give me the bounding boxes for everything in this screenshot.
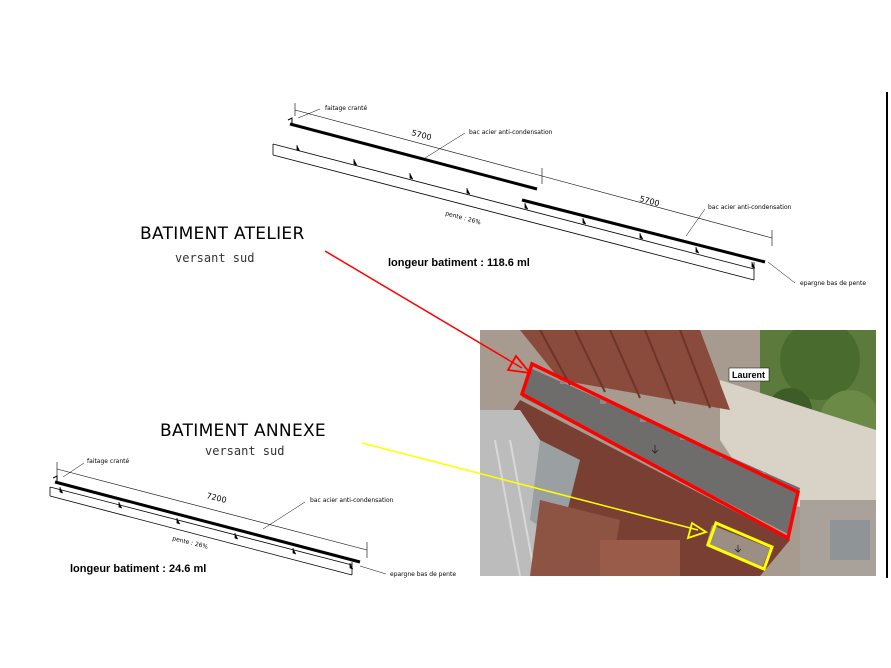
annexe-highlight-box bbox=[706, 520, 774, 572]
atelier-rafter-bottom bbox=[272, 154, 755, 281]
annexe-faitage-label: faitage cranté bbox=[87, 458, 129, 465]
annexe-bac-label: bac acier anti-condensation bbox=[310, 497, 394, 504]
atelier-upper-sheet bbox=[289, 122, 538, 191]
annexe-dimension-line bbox=[56, 468, 368, 551]
atelier-faitage-label: faitage cranté bbox=[325, 105, 367, 112]
annexe-roof-section: faitage cranté 7200 bac acier anti-conde… bbox=[49, 458, 456, 578]
annexe-title: BATIMENT ANNEXE bbox=[160, 421, 326, 441]
annexe-rafter-top bbox=[49, 486, 353, 566]
atelier-pente-label: pente : 26% bbox=[444, 210, 481, 226]
atelier-highlight-box bbox=[519, 361, 801, 541]
atelier-epargne-label: epargne bas de pente bbox=[800, 280, 866, 287]
aerial-label-laurent: Laurent bbox=[732, 370, 765, 380]
atelier-roof-section: faitage cranté 5700 bac acier anti-conde… bbox=[272, 103, 866, 287]
atelier-arrow bbox=[324, 250, 533, 375]
atelier-title: BATIMENT ATELIER bbox=[140, 224, 305, 244]
atelier-dimension-line-2 bbox=[541, 175, 773, 239]
atelier-dim2-label: 5700 bbox=[638, 194, 660, 208]
atelier-bac1-label: bac acier anti-condensation bbox=[469, 129, 553, 136]
atelier-length: longeur batiment : 118.6 ml bbox=[388, 257, 530, 269]
atelier-purlins bbox=[296, 145, 756, 269]
annexe-purlins bbox=[59, 487, 354, 570]
atelier-lower-sheet bbox=[521, 198, 766, 264]
atelier-rafter-top bbox=[272, 143, 755, 270]
annexe-rafter-bottom bbox=[49, 495, 353, 576]
annexe-dim-label: 7200 bbox=[206, 491, 228, 505]
atelier-subtitle: versant sud bbox=[175, 251, 255, 265]
annexe-arrow bbox=[361, 442, 709, 540]
annexe-sheet bbox=[54, 480, 361, 564]
aerial-photo: Laurent bbox=[480, 330, 876, 576]
annexe-epargne-label: epargne bas de pente bbox=[390, 571, 456, 578]
atelier-dim1-label: 5700 bbox=[410, 128, 432, 142]
annexe-length: longeur batiment : 24.6 ml bbox=[70, 563, 207, 575]
atelier-dimension-line-1 bbox=[294, 109, 543, 177]
annexe-faitage-mark bbox=[52, 475, 58, 484]
annexe-pente-label: pente : 26% bbox=[172, 535, 209, 551]
annexe-subtitle: versant sud bbox=[205, 444, 285, 458]
page-border-line bbox=[886, 92, 888, 578]
atelier-bac2-label: bac acier anti-condensation bbox=[708, 204, 792, 211]
atelier-faitage-mark bbox=[287, 117, 293, 126]
